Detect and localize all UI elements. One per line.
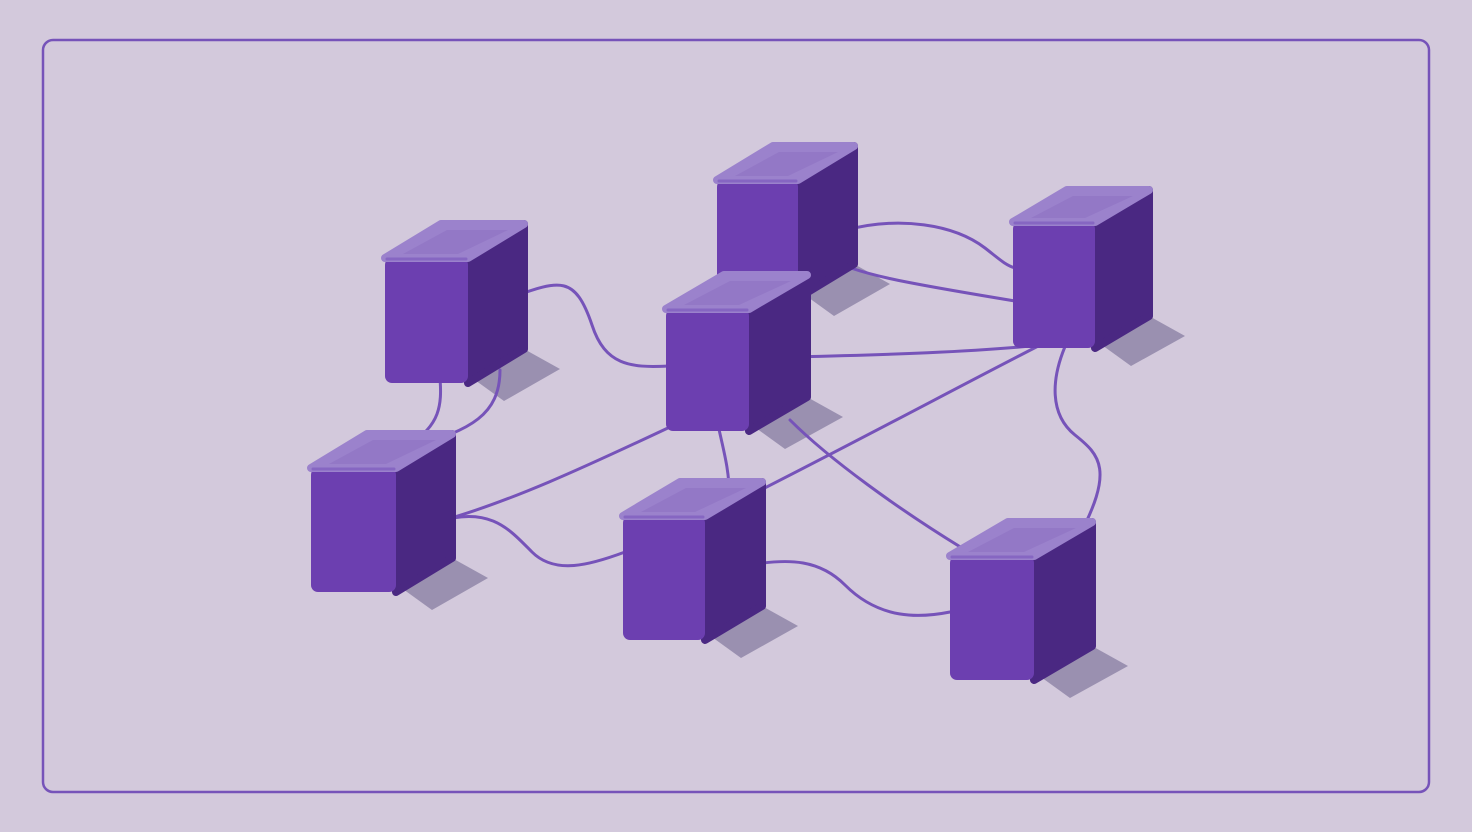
cube-node-top-right-top-inset — [1031, 196, 1133, 218]
cube-node-bottom-center-top-inset — [641, 488, 746, 512]
cube-node-bottom-left-shadow — [396, 558, 488, 610]
link-top-right-to-bottom-right — [1053, 340, 1102, 542]
cube-node-center-shadow — [749, 397, 843, 449]
cube-node-top-center-top-inset — [735, 152, 838, 176]
cube-node-bottom-center[interactable] — [619, 478, 766, 644]
cube-node-center[interactable] — [662, 271, 811, 435]
frame-border — [41, 38, 1431, 794]
cube-node-top-right[interactable] — [1009, 186, 1153, 352]
cube-node-bottom-center-shadow — [705, 606, 798, 658]
link-bottom-left-to-bottom-center — [435, 515, 627, 568]
cube-node-top-left[interactable] — [381, 220, 528, 387]
cube-node-bottom-right-shadow — [1034, 646, 1128, 698]
cube-node-top-left-front-face — [385, 258, 468, 383]
link-top-center-to-top-right-a — [840, 221, 1017, 270]
cube-node-bottom-left-front-face — [311, 468, 396, 592]
cube-node-bottom-center-front-face — [623, 516, 705, 640]
cube-node-top-right-front-face — [1013, 222, 1095, 348]
link-top-right-to-bottom-center — [743, 335, 1058, 500]
link-center-to-bottom-right — [788, 418, 964, 550]
cube-node-bottom-right[interactable] — [946, 518, 1096, 684]
cube-nodes — [307, 142, 1153, 684]
link-top-left-to-center — [510, 283, 670, 368]
link-bottom-center-to-bottom-right — [748, 560, 952, 617]
cube-node-bottom-right-top-inset — [968, 528, 1076, 552]
cube-node-top-center-front-face — [717, 180, 798, 298]
cube-node-top-right-shadow — [1095, 316, 1185, 366]
cube-node-top-center-shadow — [798, 264, 890, 316]
cube-node-center-front-face — [666, 309, 749, 431]
cube-node-center-top-inset — [684, 281, 791, 305]
cube-node-top-center[interactable] — [713, 142, 858, 302]
cube-node-top-left-shadow — [468, 349, 560, 401]
cube-node-bottom-left[interactable] — [307, 430, 456, 596]
cube-node-bottom-left-top-inset — [329, 440, 436, 464]
cube-shadows — [396, 264, 1185, 698]
cube-node-bottom-right-front-face — [950, 556, 1034, 680]
cube-node-top-left-top-inset — [403, 230, 508, 254]
